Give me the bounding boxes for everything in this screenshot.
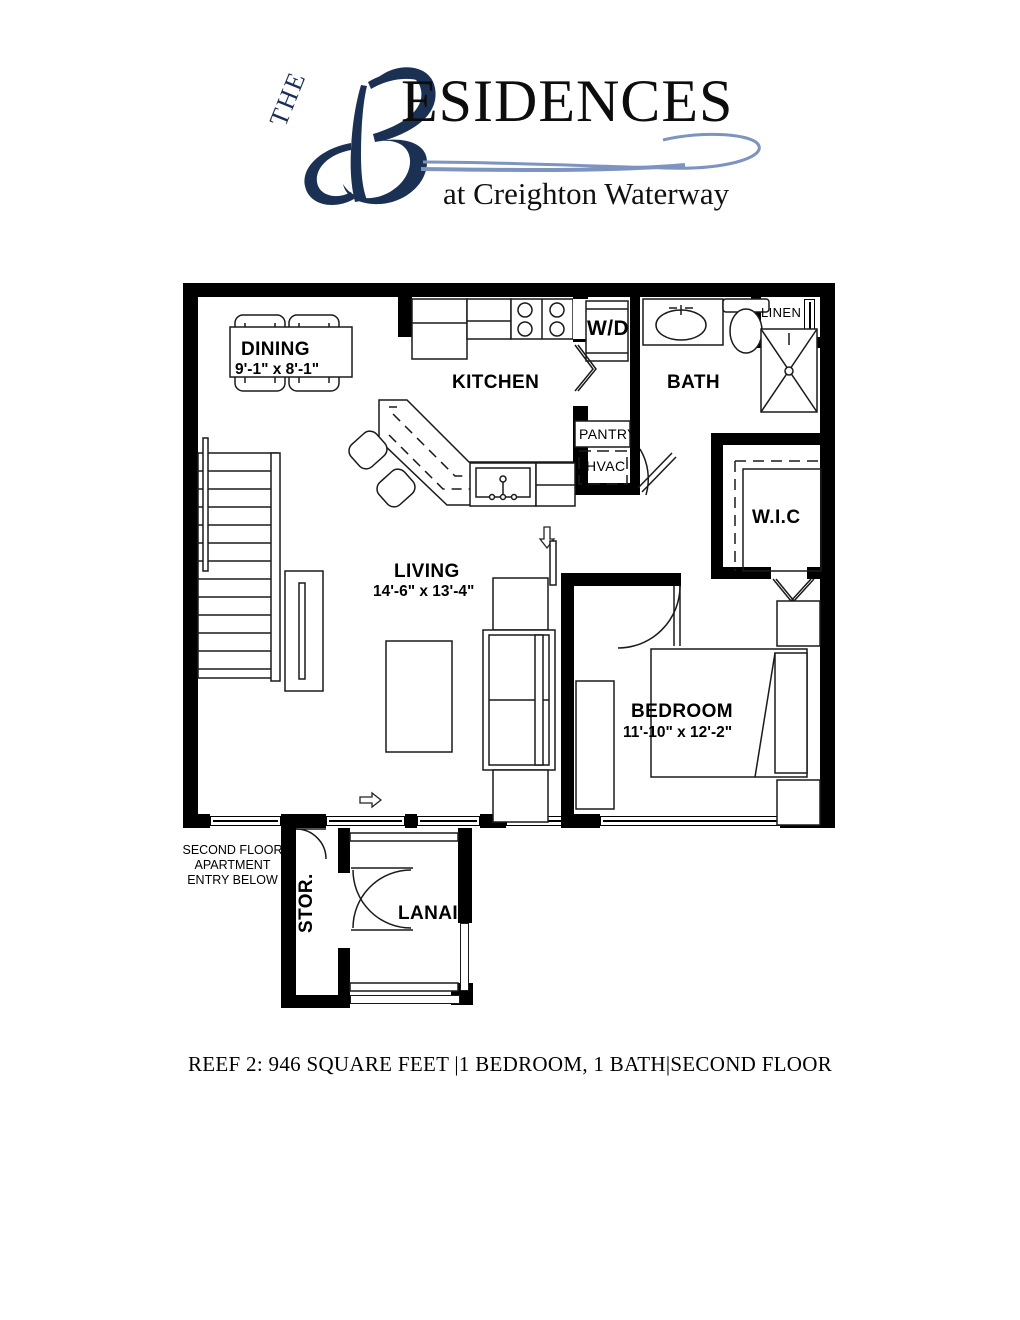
nightstand-top: [776, 600, 821, 647]
logo-artwork: THE ESIDENCES at Creighton Waterway: [264, 67, 761, 211]
bar-stool-lower: [376, 468, 416, 508]
plan-caption: REEF 2: 946 SQUARE FEET |1 BEDROOM, 1 BA…: [187, 1052, 833, 1076]
wic-bifold-door: [772, 578, 815, 603]
island-overhang: [388, 413, 573, 490]
entry-note-line-2: APARTMENT: [194, 858, 271, 872]
island-sink: [469, 462, 537, 507]
wall-bedroom-top: [561, 573, 681, 586]
room-label-stor: STOR.: [296, 873, 317, 933]
entry-below-note: SECOND FLOOR APARTMENT ENTRY BELOW: [175, 843, 290, 888]
refrigerator: [411, 298, 468, 360]
label-washer-dryer: W/D: [587, 317, 630, 340]
entry-note-line-1: SECOND FLOOR: [182, 843, 283, 857]
cooktop-range: [510, 298, 574, 340]
logo-initial-r: [304, 67, 436, 206]
lanai-railing-bottom: [350, 995, 460, 1004]
wall-laundry-bath-vert: [573, 406, 588, 494]
wall-stor-bottom: [281, 995, 350, 1008]
logo-main-text: ESIDENCES: [401, 68, 733, 134]
wall-linen-left: [751, 297, 761, 337]
exterior-wall-bottom-seg1: [183, 814, 210, 828]
wall-wic-left: [711, 495, 723, 579]
exterior-wall-bottom-seg2: [281, 814, 326, 828]
exterior-wall-bottom-seg4: [480, 814, 506, 828]
wall-bath-wic: [711, 433, 723, 495]
window-living-center-b: [417, 816, 480, 826]
room-label-lanai: LANAI: [398, 903, 459, 924]
bath-vanity-sink: [642, 298, 724, 346]
wall-living-bedroom: [561, 573, 574, 828]
window-living-right: [506, 816, 565, 826]
wall-hall-bottom-left: [555, 483, 640, 495]
wall-kitchen-soffit: [398, 297, 412, 337]
stair-handrail: [202, 437, 209, 572]
kitchen-island: [348, 399, 574, 508]
window-living-left: [210, 816, 281, 826]
bedroom-door: [617, 585, 681, 649]
wall-laundry-right: [630, 297, 640, 494]
coffee-table: [385, 640, 453, 753]
room-label-bedroom: BEDROOM: [631, 701, 734, 722]
room-label-living: LIVING: [394, 561, 460, 582]
dining-chair-top-right: [288, 314, 340, 342]
living-sliding-door-jamb: [549, 540, 557, 586]
property-logo: THE ESIDENCES at Creighton Waterway: [255, 58, 775, 213]
floor-plan-drawing: DINING 9'-1" x 8'-1" KITCHEN BATH LIVING…: [182, 283, 835, 1008]
room-dim-bedroom: 11'-10" x 12'-2": [623, 724, 733, 741]
dining-chair-top-left: [234, 314, 286, 342]
logo-subtitle-text: at Creighton Waterway: [443, 176, 730, 211]
room-label-kitchen: KITCHEN: [452, 372, 540, 393]
exterior-wall-bottom-seg3: [405, 814, 417, 828]
wall-stor-right: [338, 828, 350, 873]
wall-wic-bottom-right: [807, 567, 835, 579]
tv-console: [575, 680, 615, 810]
wall-linen-bottom: [751, 337, 820, 348]
staircase: [197, 437, 281, 682]
label-linen: LINEN: [761, 305, 802, 320]
room-label-wic: W.I.C: [752, 507, 801, 528]
entry-note-line-3: ENTRY BELOW: [187, 873, 278, 887]
exterior-wall-right: [820, 283, 835, 828]
window-bedroom: [600, 816, 780, 826]
wall-kitchen-laundry: [573, 297, 588, 342]
window-living-center-a: [326, 816, 405, 826]
room-label-bath: BATH: [667, 372, 720, 393]
storage-door: [295, 828, 327, 860]
wall-hall-bottom-right: [630, 433, 640, 495]
exterior-wall-bottom-seg6: [780, 814, 835, 828]
sofa: [482, 577, 556, 823]
laundry-bifold-door: [574, 344, 597, 392]
wall-stor-right-low: [338, 948, 350, 1008]
room-dim-dining: 9'-1" x 8'-1": [235, 361, 320, 378]
hall-door: [637, 448, 677, 496]
exterior-wall-left: [183, 283, 198, 828]
room-label-dining: DINING: [241, 339, 310, 360]
stair-wall-cap: [270, 452, 281, 682]
label-pantry: PANTRY: [579, 426, 637, 442]
exterior-wall-top: [183, 283, 835, 297]
hall-closet: [284, 570, 324, 692]
label-hvac: HVAC: [586, 458, 626, 474]
room-dim-living: 14'-6" x 13'-4": [373, 583, 475, 600]
kitchen-counter-left: [466, 298, 512, 340]
wall-lanai-right-top: [458, 828, 472, 923]
lanai-railing-right: [460, 923, 469, 991]
bar-stool-upper: [348, 430, 388, 470]
logo-swoosh: [420, 132, 761, 173]
logo-the-text: THE: [264, 67, 312, 130]
wall-stor-left: [281, 828, 296, 1008]
wall-wic-top: [711, 433, 821, 445]
